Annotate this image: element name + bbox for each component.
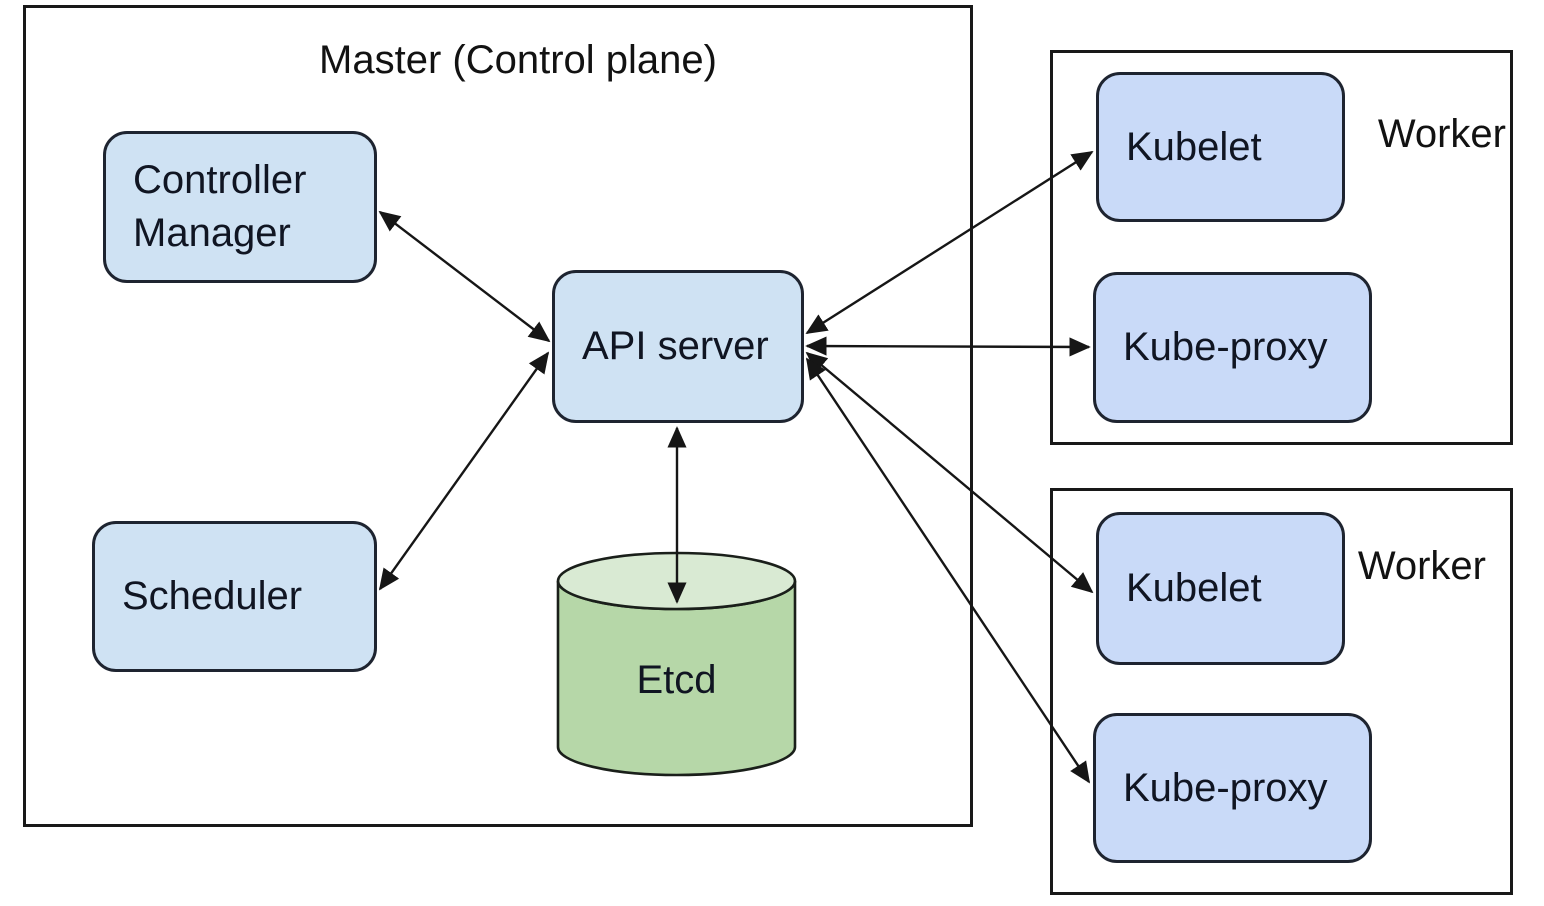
worker1-kubelet-node: Kubelet bbox=[1096, 72, 1345, 222]
worker2-kube-proxy-node: Kube-proxy bbox=[1093, 713, 1372, 863]
controller-manager-node: Controller Manager bbox=[103, 131, 377, 283]
worker2-kube-proxy-label: Kube-proxy bbox=[1123, 765, 1328, 810]
scheduler-label: Scheduler bbox=[122, 574, 303, 619]
api-server-label: API server bbox=[582, 324, 769, 369]
scheduler-node: Scheduler bbox=[92, 521, 377, 672]
controller-manager-label: Controller Manager bbox=[133, 158, 307, 255]
worker2-kubelet-node: Kubelet bbox=[1096, 512, 1345, 665]
master-group-box bbox=[23, 5, 973, 827]
worker2-kubelet-label: Kubelet bbox=[1126, 566, 1262, 611]
api-server-node: API server bbox=[552, 270, 804, 423]
worker1-kubelet-label: Kubelet bbox=[1126, 124, 1262, 169]
master-title: Master (Control plane) bbox=[319, 38, 717, 82]
worker1-kube-proxy-label: Kube-proxy bbox=[1123, 325, 1328, 370]
worker1-label: Worker bbox=[1377, 112, 1506, 156]
worker1-kube-proxy-node: Kube-proxy bbox=[1093, 272, 1372, 423]
worker2-label: Worker bbox=[1357, 544, 1486, 588]
etcd-label: Etcd bbox=[636, 658, 717, 702]
